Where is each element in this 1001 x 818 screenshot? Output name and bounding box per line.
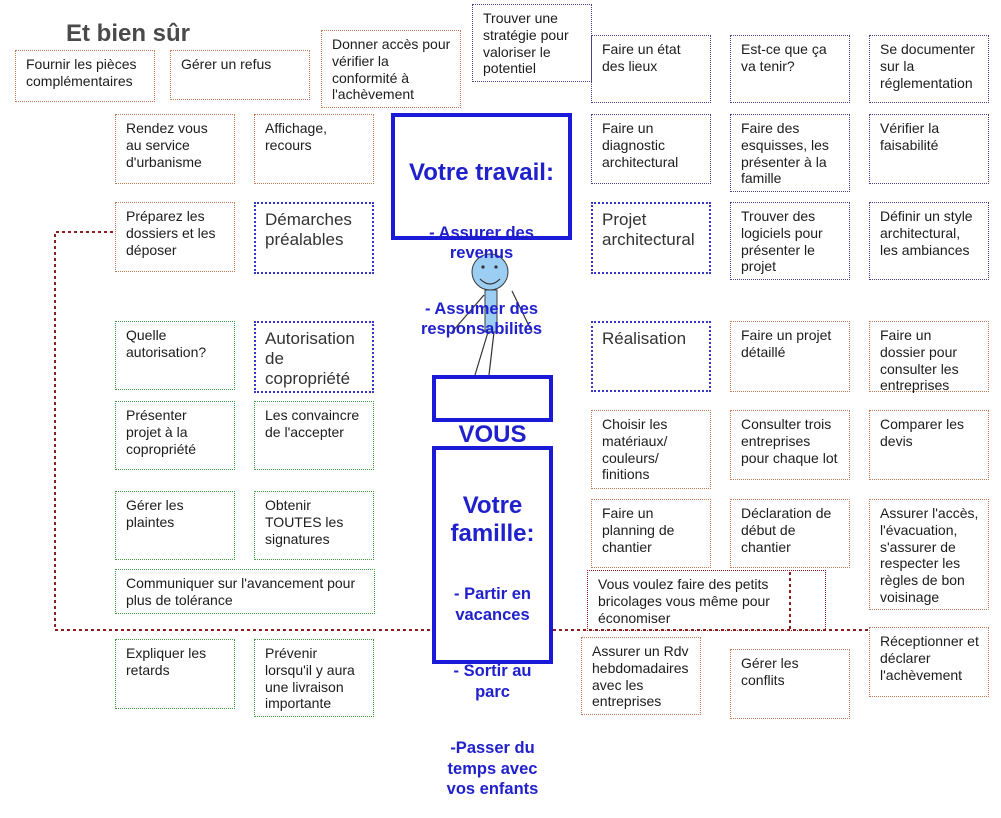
task-prevenir-livraison: Prévenir lorsqu'il y aura une livraison … xyxy=(254,639,374,717)
section-projet-architectural: Projet architectural xyxy=(591,202,711,274)
you-box: VOUS xyxy=(432,375,553,448)
task-gerer-refus: Gérer un refus xyxy=(170,50,310,100)
connector-layer xyxy=(54,231,868,631)
task-conflits: Gérer les conflits xyxy=(730,649,850,719)
task-comparer-devis: Comparer les devis xyxy=(869,410,989,480)
task-communiquer: Communiquer sur l'avancement pour plus d… xyxy=(115,569,375,614)
figure-right-eye xyxy=(494,265,498,269)
task-etat-des-lieux: Faire un état des lieux xyxy=(591,35,711,103)
page-title: Et bien sûr xyxy=(66,20,191,47)
work-heading: Votre travail: xyxy=(409,159,554,186)
task-projet-detaille: Faire un projet détaillé xyxy=(730,321,850,392)
task-presenter-projet: Présenter projet à la copropriété xyxy=(115,401,235,470)
task-donner-acces: Donner accès pour vérifier la conformité… xyxy=(321,30,461,108)
task-rendez-vous-urbanisme: Rendez vous au service d'urbanisme xyxy=(115,114,235,184)
figure-left-arm xyxy=(451,294,485,333)
work-item-responsabilites: - Assumer des responsabilités xyxy=(420,300,543,338)
task-obtenir-signatures: Obtenir TOUTES les signatures xyxy=(254,491,374,560)
task-reception: Réceptionner et déclarer l'achèvement xyxy=(869,627,989,697)
task-gerer-plaintes: Gérer les plaintes xyxy=(115,491,235,560)
figure-left-eye xyxy=(481,265,485,269)
task-consulter-entreprises: Consulter trois entreprises pour chaque … xyxy=(730,410,850,480)
task-dossier-consultation: Faire un dossier pour consulter les entr… xyxy=(869,321,989,393)
figure-right-arm xyxy=(511,290,533,333)
task-acces-voisinage: Assurer l'accès, l'évacuation, s'assurer… xyxy=(869,499,989,610)
you-label: VOUS xyxy=(458,421,527,448)
task-diagnostic: Faire un diagnostic architectural xyxy=(591,114,711,184)
work-item-revenus: - Assurer des revenus xyxy=(429,224,534,262)
figure-head xyxy=(471,253,509,291)
task-va-tenir: Est-ce que ça va tenir? xyxy=(730,35,850,103)
section-autorisation-copropriete: Autorisation de copropriété xyxy=(254,321,374,393)
task-materiaux: Choisir les matériaux/ couleurs/ finitio… xyxy=(591,410,711,489)
work-box: Votre travail: - Assurer des revenus - A… xyxy=(391,113,572,338)
figure-right-leg xyxy=(488,331,495,376)
task-declaration-debut: Déclaration de début de chantier xyxy=(730,499,850,568)
task-convaincre: Les convaincre de l'accepter xyxy=(254,401,374,470)
task-affichage-recours: Affichage, recours xyxy=(254,114,374,184)
family-item-enfants: -Passer du temps avec vos enfants xyxy=(446,739,539,798)
figure-smile xyxy=(479,278,501,285)
section-realisation: Réalisation xyxy=(591,321,711,392)
task-expliquer-retards: Expliquer les retards xyxy=(115,639,235,709)
task-documenter: Se documenter sur la réglementation xyxy=(869,35,989,103)
task-rdv-hebdo: Assurer un Rdv hebdomadaires avec les en… xyxy=(581,637,701,715)
family-box: Votre famille: - Partir en vacances - So… xyxy=(432,446,553,798)
task-esquisses: Faire des esquisses, les présenter à la … xyxy=(730,114,850,192)
task-style: Définir un style architectural, les ambi… xyxy=(869,202,989,280)
task-planning: Faire un planning de chantier xyxy=(591,499,711,568)
task-fournir-pieces: Fournir les pièces complémentaires xyxy=(15,50,155,102)
task-quelle-autorisation: Quelle autorisation? xyxy=(115,321,235,390)
family-heading: Votre famille: xyxy=(450,492,535,547)
family-item-parc: - Sortir au parc xyxy=(453,662,532,701)
stick-figure xyxy=(451,253,533,376)
section-demarches-prealables: Démarches préalables xyxy=(254,202,374,274)
family-item-vacances: - Partir en vacances xyxy=(453,585,532,624)
task-preparer-dossiers: Préparez les dossiers et les déposer xyxy=(115,202,235,272)
task-trouver-strategie: Trouver une stratégie pour valoriser le … xyxy=(472,4,592,82)
task-logiciels: Trouver des logiciels pour présenter le … xyxy=(730,202,850,280)
figure-left-leg xyxy=(474,331,489,376)
note-bricolages: Vous voulez faire des petits bricolages … xyxy=(587,570,826,631)
task-faisabilite: Vérifier la faisabilité xyxy=(869,114,989,184)
